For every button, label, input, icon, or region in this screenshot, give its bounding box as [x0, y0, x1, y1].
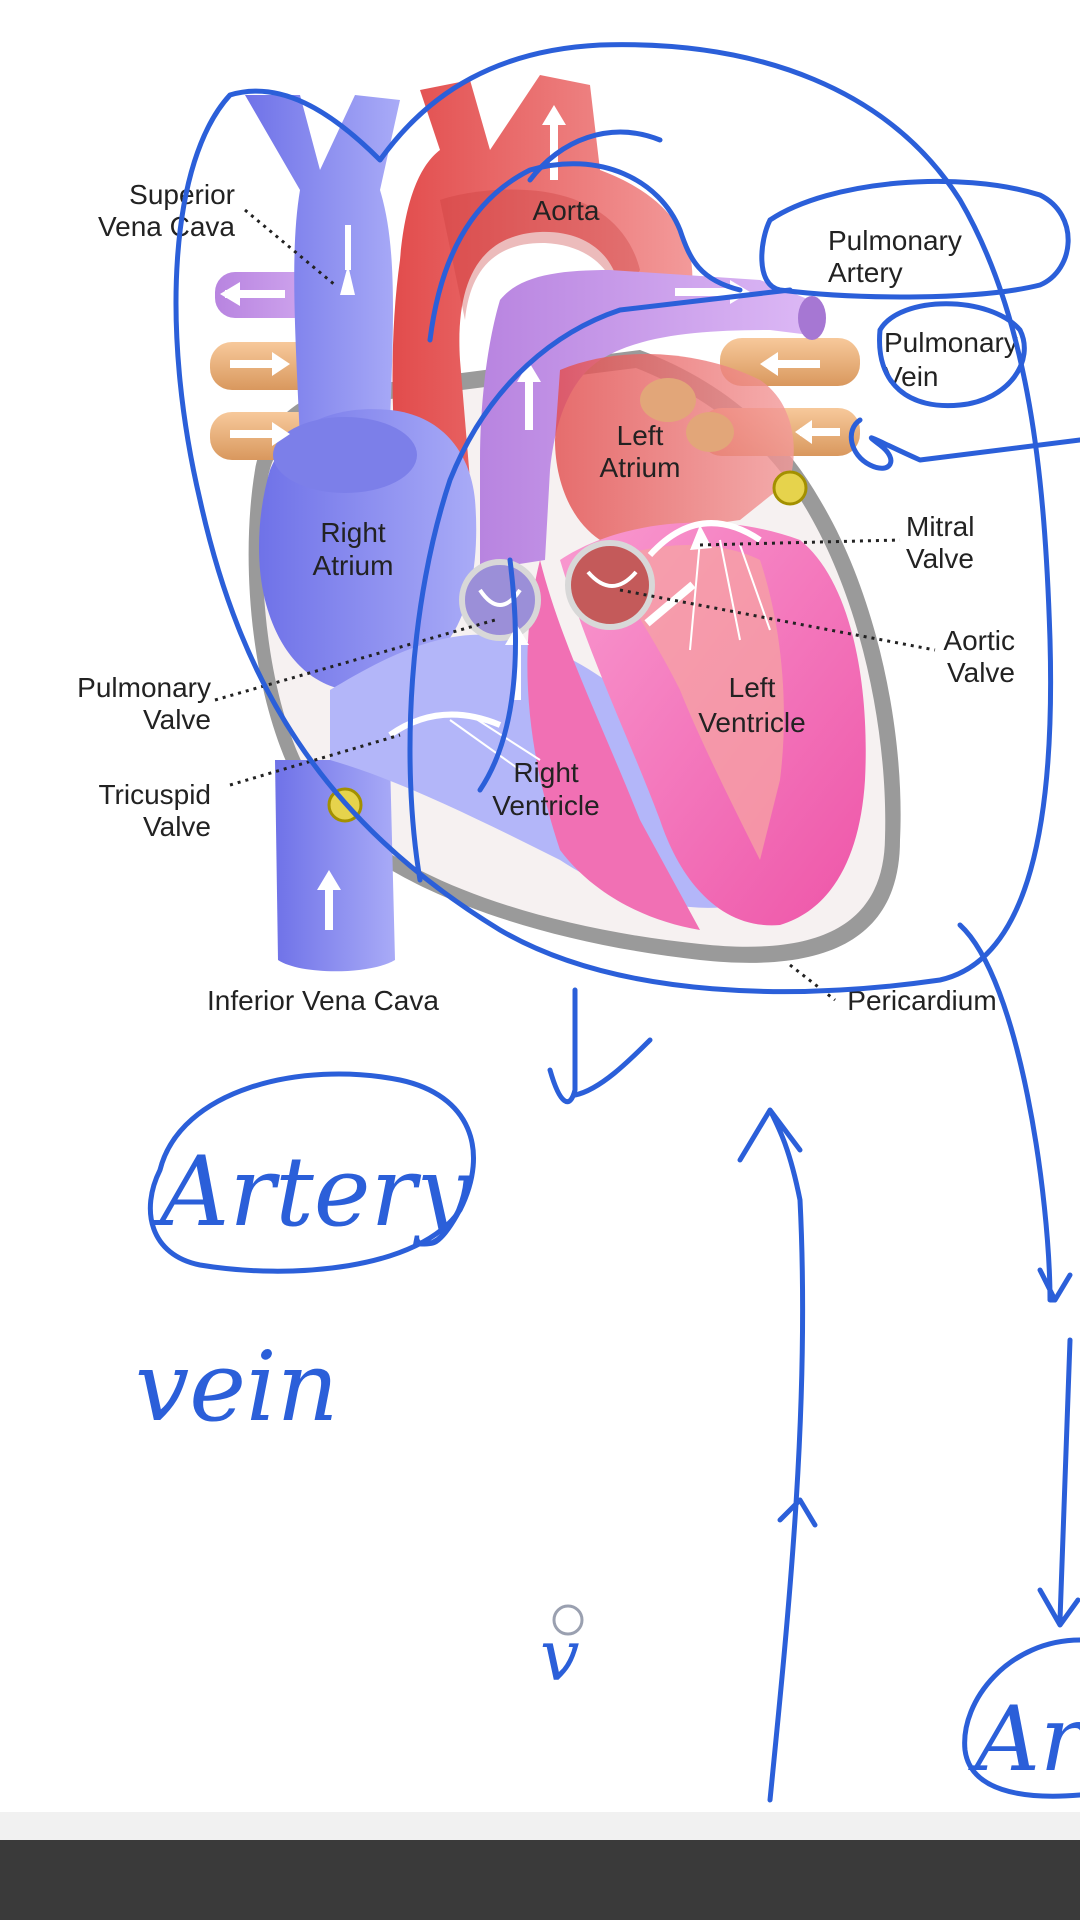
label-right-ventricle-line1: Right [513, 757, 579, 788]
bottom-toolbar [0, 1840, 1080, 1920]
aorta-inner [440, 189, 640, 320]
ink-pulmonary-vein-circle [877, 301, 1027, 409]
label-right-ventricle-line2: Ventricle [492, 790, 599, 821]
handwritten-text: Artery vein v Art [135, 1136, 1080, 1792]
label-mitral-valve-line2: Valve [906, 543, 974, 574]
label-pulmonary-vein-line1: Pulmonary [884, 327, 1018, 358]
ink-artery-circle [147, 1071, 476, 1274]
septum [527, 560, 700, 930]
left-atrium-spot-1 [640, 378, 696, 422]
label-right-atrium-line2: Atrium [313, 550, 394, 581]
left-atrium [555, 353, 794, 540]
pulmonary-artery-end [798, 296, 826, 340]
label-pulmonary-vein-line2: Vein [884, 361, 939, 392]
ink-vein-curl [848, 417, 1080, 471]
left-ventricle-inner [610, 545, 784, 860]
label-pulmonary-artery-line1: Pulmonary [828, 225, 962, 256]
diagram-labels: Superior Vena Cava Aorta Pulmonary Arter… [77, 179, 1018, 1016]
label-tricuspid-valve-line1: Tricuspid [98, 779, 211, 810]
ink-aorta-line-2 [527, 129, 663, 183]
ink-right-down-arrow [957, 922, 1073, 1303]
label-aortic-valve-line2: Valve [947, 657, 1015, 688]
label-left-atrium-line2: Atrium [600, 452, 681, 483]
aorta-arch [392, 75, 693, 500]
label-pulmonary-valve-line1: Pulmonary [77, 672, 211, 703]
ink-trunk-loop [407, 287, 793, 883]
label-left-ventricle-line1: Left [729, 672, 776, 703]
ink-heart-outline [173, 42, 1054, 994]
right-atrium-inlet [273, 417, 417, 493]
label-pulmonary-valve-line2: Valve [143, 704, 211, 735]
label-aorta: Aorta [533, 195, 600, 226]
ink-text-artery: Artery [152, 1136, 473, 1248]
ink-middle-up-arrow [737, 1107, 806, 1803]
sa-node [772, 470, 808, 506]
label-aortic-valve-line1: Aortic [943, 625, 1015, 656]
leader-lines [214, 208, 936, 1002]
inferior-vena-cava [275, 760, 395, 972]
pulmonary-trunk [480, 270, 810, 570]
ink-text-vein: vein [135, 1331, 339, 1443]
label-superior-vena-cava-line2: Vena Cava [98, 211, 235, 242]
label-inferior-vena-cava: Inferior Vena Cava [207, 985, 439, 1016]
label-left-ventricle-line2: Ventricle [698, 707, 805, 738]
aortic-valve-shape [565, 540, 655, 630]
ink-text-v: v [540, 1615, 580, 1697]
mitral-valve-shape [647, 520, 771, 651]
bottom-strip [0, 1812, 1080, 1840]
left-atrium-spot-2 [686, 412, 734, 452]
ink-text-art: Art [968, 1687, 1080, 1792]
ink-trunk-inner [477, 557, 519, 793]
ink-middle-up-arrow-2 [777, 1497, 818, 1528]
ink-down-arrow [547, 987, 653, 1104]
ink-aorta-curve [427, 161, 743, 343]
label-left-atrium-line1: Left [617, 420, 664, 451]
ink-art-circle [962, 1637, 1080, 1799]
label-mitral-valve-line1: Mitral [906, 511, 974, 542]
heart-illustration: Superior Vena Cava Aorta Pulmonary Arter… [77, 75, 1018, 1016]
ink-right-down-arrow-2 [1037, 1337, 1080, 1628]
label-pulmonary-artery-line2: Artery [828, 257, 903, 288]
label-tricuspid-valve-line2: Valve [143, 811, 211, 842]
handwritten-ink [147, 42, 1080, 1803]
ink-small-circle [552, 1604, 584, 1636]
label-right-atrium-line1: Right [320, 517, 386, 548]
pulmonary-valve-shape [459, 559, 541, 641]
superior-vena-cava [245, 95, 400, 440]
